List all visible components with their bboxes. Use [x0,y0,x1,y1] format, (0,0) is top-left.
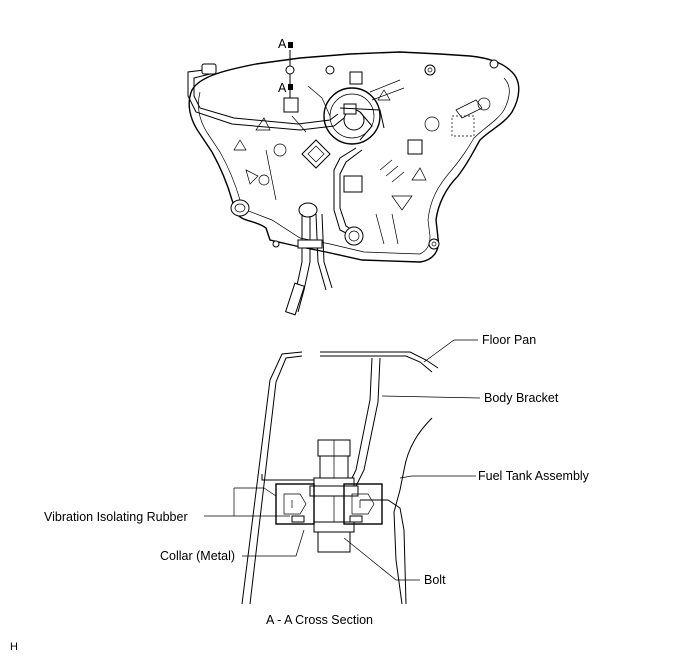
fuel-line-top [187,69,345,131]
stamp-feature [255,117,271,131]
corner-bolt [489,59,499,69]
fuel-tank-top-view: A A [187,37,520,316]
stamp-feature [245,169,259,185]
leader-lines [204,339,481,581]
mount-pad [283,97,299,113]
label-body-bracket: Body Bracket [484,391,559,405]
section-marker-bottom: A [278,81,287,95]
label-collar-metal: Collar (Metal) [160,549,235,563]
mount-bolt-a [285,65,295,75]
tank-outline [188,51,520,263]
corner-code: H [10,641,18,653]
isolating-rubber-left [275,483,315,525]
diamond-feature [301,139,331,169]
corner-bolt [424,64,436,76]
fuel-line-top-b [193,73,339,125]
hole-feature [477,97,491,111]
isolating-rubber-right [343,483,383,525]
label-floor-pan: Floor Pan [482,333,536,347]
cross-section-view: Floor Pan Body Bracket Fuel Tank Assembl… [44,333,590,627]
body-bracket [347,357,373,487]
mount-pad [349,71,363,85]
stamp-feature [411,167,427,181]
mount-pad [407,139,423,155]
fuel-pump-assembly [323,87,385,145]
corner-bolt [325,65,335,75]
hole-feature [273,143,287,157]
line-connector [201,63,217,75]
section-line-a: A A [278,37,293,104]
tank-inner-edge [198,77,510,255]
washer-left [291,515,305,523]
stamp-feature [377,89,391,101]
section-marker-top: A [278,37,287,51]
fuel-tank-wall [393,417,433,605]
cross-section-caption: A - A Cross Section [266,613,373,627]
corner-bolt [272,240,280,248]
label-bolt: Bolt [424,573,446,587]
corner-bolt [428,238,440,250]
vent-line [333,147,357,237]
filler-neck-left [230,199,250,217]
stamp-feature [233,139,247,151]
dashed-box [451,115,475,137]
filler-flange [344,226,364,246]
stamp-feature [391,195,413,211]
tank-ribs [265,79,405,245]
hole-feature [258,174,270,186]
floor-pan [241,351,303,605]
label-vibration-isolating-rubber: Vibration Isolating Rubber [44,510,188,524]
hoses [284,202,333,316]
slot-feature [455,99,483,119]
label-fuel-tank-assembly: Fuel Tank Assembly [478,469,590,483]
mount-pad [343,175,363,193]
washer-right [349,515,363,523]
hole-feature [424,116,440,132]
bolt-collar-stack [309,439,359,553]
